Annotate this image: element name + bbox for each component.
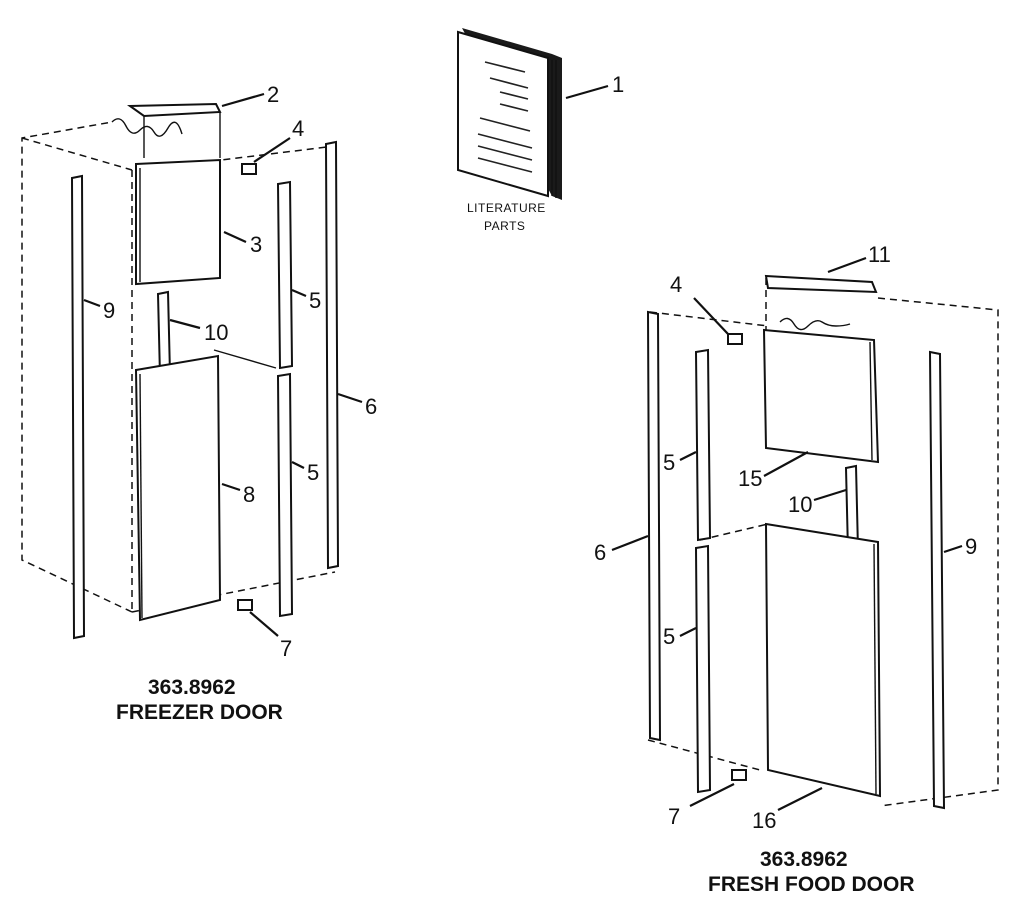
leader-line-11 xyxy=(827,256,867,274)
part-15-upper-panel xyxy=(762,328,880,464)
callout-6a: 6 xyxy=(365,394,377,419)
part-5c-strip-upper xyxy=(694,348,712,542)
leader-line-5a xyxy=(291,288,307,298)
callout-5c: 5 xyxy=(663,450,675,475)
callout-4a: 4 xyxy=(292,116,304,141)
callout-5d: 5 xyxy=(663,624,675,649)
callout-7a: 7 xyxy=(280,636,292,661)
callout-1: 1 xyxy=(612,72,624,97)
part-2-top-cap xyxy=(126,102,222,118)
callout-5a: 5 xyxy=(309,288,321,313)
part-10-divider xyxy=(156,290,172,378)
callout-5b: 5 xyxy=(307,460,319,485)
leader-line-9a xyxy=(83,298,101,308)
leader-line-4b xyxy=(693,297,729,335)
part-9-strip xyxy=(70,174,86,640)
part-7-block xyxy=(237,599,253,611)
part-7b-block xyxy=(731,769,747,781)
literature-book xyxy=(457,28,562,200)
callout-6b: 6 xyxy=(594,540,606,565)
part-6b-strip xyxy=(646,310,662,742)
leader-line-10a xyxy=(169,318,201,330)
part-5d-strip-lower xyxy=(694,544,712,794)
fresh-food-door-assembly xyxy=(646,274,999,810)
callout-3: 3 xyxy=(250,232,262,257)
leader-line-6b xyxy=(611,534,649,552)
callout-10b: 10 xyxy=(788,492,812,517)
part-16-lower-panel xyxy=(764,522,882,798)
leader-line-16 xyxy=(777,787,823,811)
part-4-block xyxy=(241,163,257,175)
leader-line-5b xyxy=(291,461,305,469)
leader-line-9b xyxy=(943,544,963,554)
leader-line-3 xyxy=(223,230,247,244)
callout-16: 16 xyxy=(752,808,776,833)
part-5-strip-lower xyxy=(276,372,294,618)
part-4b-block xyxy=(727,333,743,345)
leader-line-4a xyxy=(253,137,291,163)
part-5-strip-upper xyxy=(276,180,294,370)
leader-line-5d xyxy=(679,627,697,637)
freezer-door-assembly xyxy=(21,102,340,640)
callout-8: 8 xyxy=(243,482,255,507)
callout-10a: 10 xyxy=(204,320,228,345)
callout-11: 11 xyxy=(868,242,891,267)
leader-line-5c xyxy=(679,451,697,461)
part-8-lower-panel xyxy=(134,354,222,622)
callout-7b: 7 xyxy=(668,804,680,829)
callout-2: 2 xyxy=(267,82,279,107)
callout-9a: 9 xyxy=(103,298,115,323)
leader-line-6a xyxy=(337,392,363,404)
callout-15: 15 xyxy=(738,466,762,491)
leader-line-1 xyxy=(565,84,609,100)
part-6-strip xyxy=(324,140,340,570)
literature-label-line1: LITERATURE xyxy=(467,201,546,215)
leader-line-7b xyxy=(689,783,735,807)
callout-9b: 9 xyxy=(965,534,977,559)
fresh-food-door-title: FRESH FOOD DOOR xyxy=(708,873,915,896)
leader-line-7a xyxy=(249,611,279,637)
leader-line-8 xyxy=(221,482,241,492)
callout-4b: 4 xyxy=(670,272,682,297)
leader-line-10b xyxy=(813,488,847,502)
leader-line-2 xyxy=(221,92,265,108)
fresh-food-model-number: 363.8962 xyxy=(760,848,848,871)
part-11-top-cap xyxy=(764,274,878,294)
leader-line-15 xyxy=(763,451,809,477)
freezer-door-title: FREEZER DOOR xyxy=(116,701,283,724)
freezer-model-number: 363.8962 xyxy=(148,676,236,699)
literature-label-line2: PARTS xyxy=(484,219,525,233)
part-3-upper-panel xyxy=(135,158,221,286)
part-9b-strip xyxy=(928,350,946,810)
